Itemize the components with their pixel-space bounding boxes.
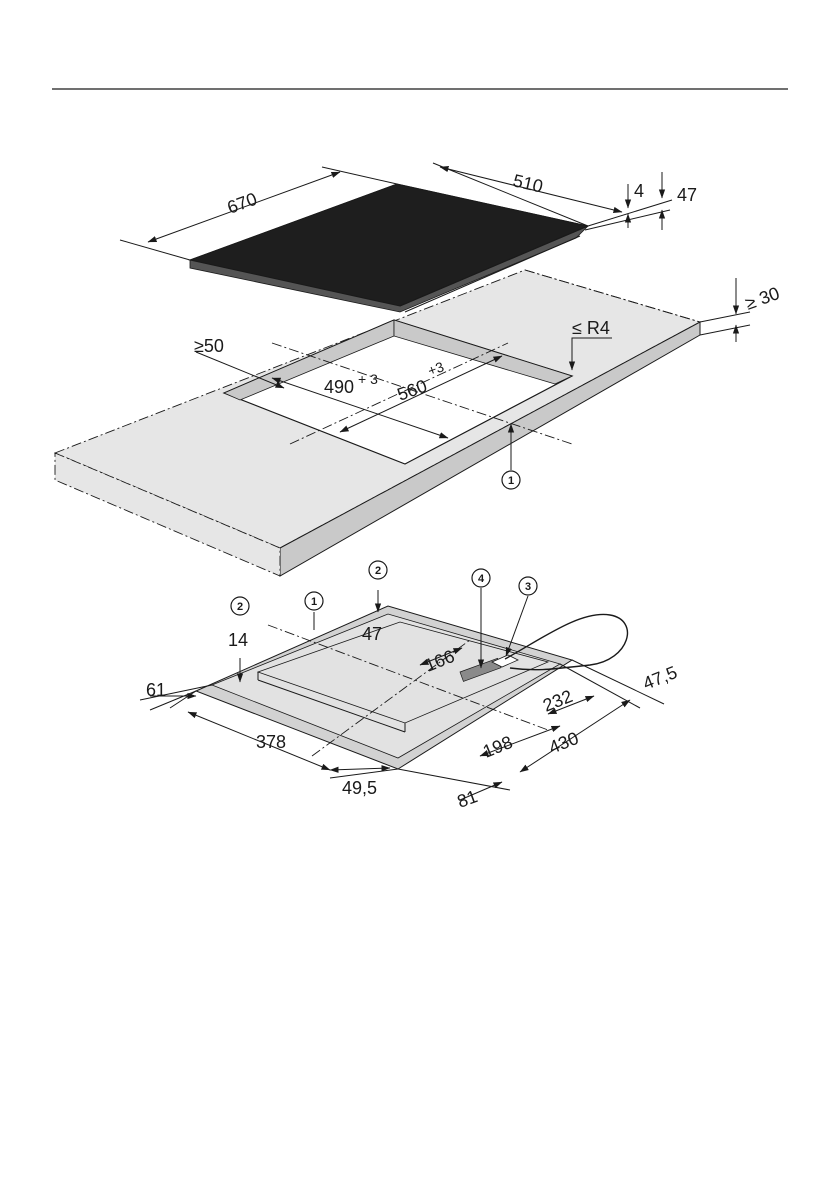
dim-61: 61 [146, 680, 166, 700]
dim-670: 670 [225, 189, 260, 218]
dim-198: 198 [480, 732, 515, 762]
svg-text:1: 1 [508, 475, 514, 487]
svg-text:3: 3 [525, 581, 531, 593]
dim-min-50: ≥50 [194, 336, 224, 356]
callout-1-worktop: 1 [502, 471, 520, 489]
callout-3: 3 [519, 577, 537, 595]
callout-4: 4 [472, 569, 490, 587]
dim-47-5: 47,5 [640, 662, 680, 694]
dim-4: 4 [634, 181, 644, 201]
dim-49-5: 49,5 [342, 778, 377, 798]
dim-232: 232 [540, 686, 575, 716]
dim-378: 378 [256, 732, 286, 752]
worktop [55, 270, 700, 576]
svg-text:2: 2 [375, 565, 381, 577]
dim-min-30: ≥ 30 [743, 283, 783, 314]
dim-81: 81 [455, 786, 481, 812]
dim-corner-radius: ≤ R4 [572, 318, 610, 338]
svg-text:2: 2 [237, 601, 243, 613]
dim-cutout-depth-tol: + 3 [358, 371, 378, 387]
dim-cutout-depth: 490 [324, 377, 354, 397]
dim-510: 510 [511, 170, 545, 196]
dim-47-base: 47 [362, 624, 382, 644]
dim-430: 430 [546, 728, 581, 758]
callout-2-left: 2 [231, 597, 249, 615]
dim-14: 14 [228, 630, 248, 650]
callout-1-base: 1 [305, 592, 323, 610]
svg-text:1: 1 [311, 596, 317, 608]
callout-2-center: 2 [369, 561, 387, 579]
svg-text:4: 4 [478, 573, 485, 585]
dim-47-top: 47 [677, 185, 697, 205]
dim-49-5-line [330, 768, 390, 770]
